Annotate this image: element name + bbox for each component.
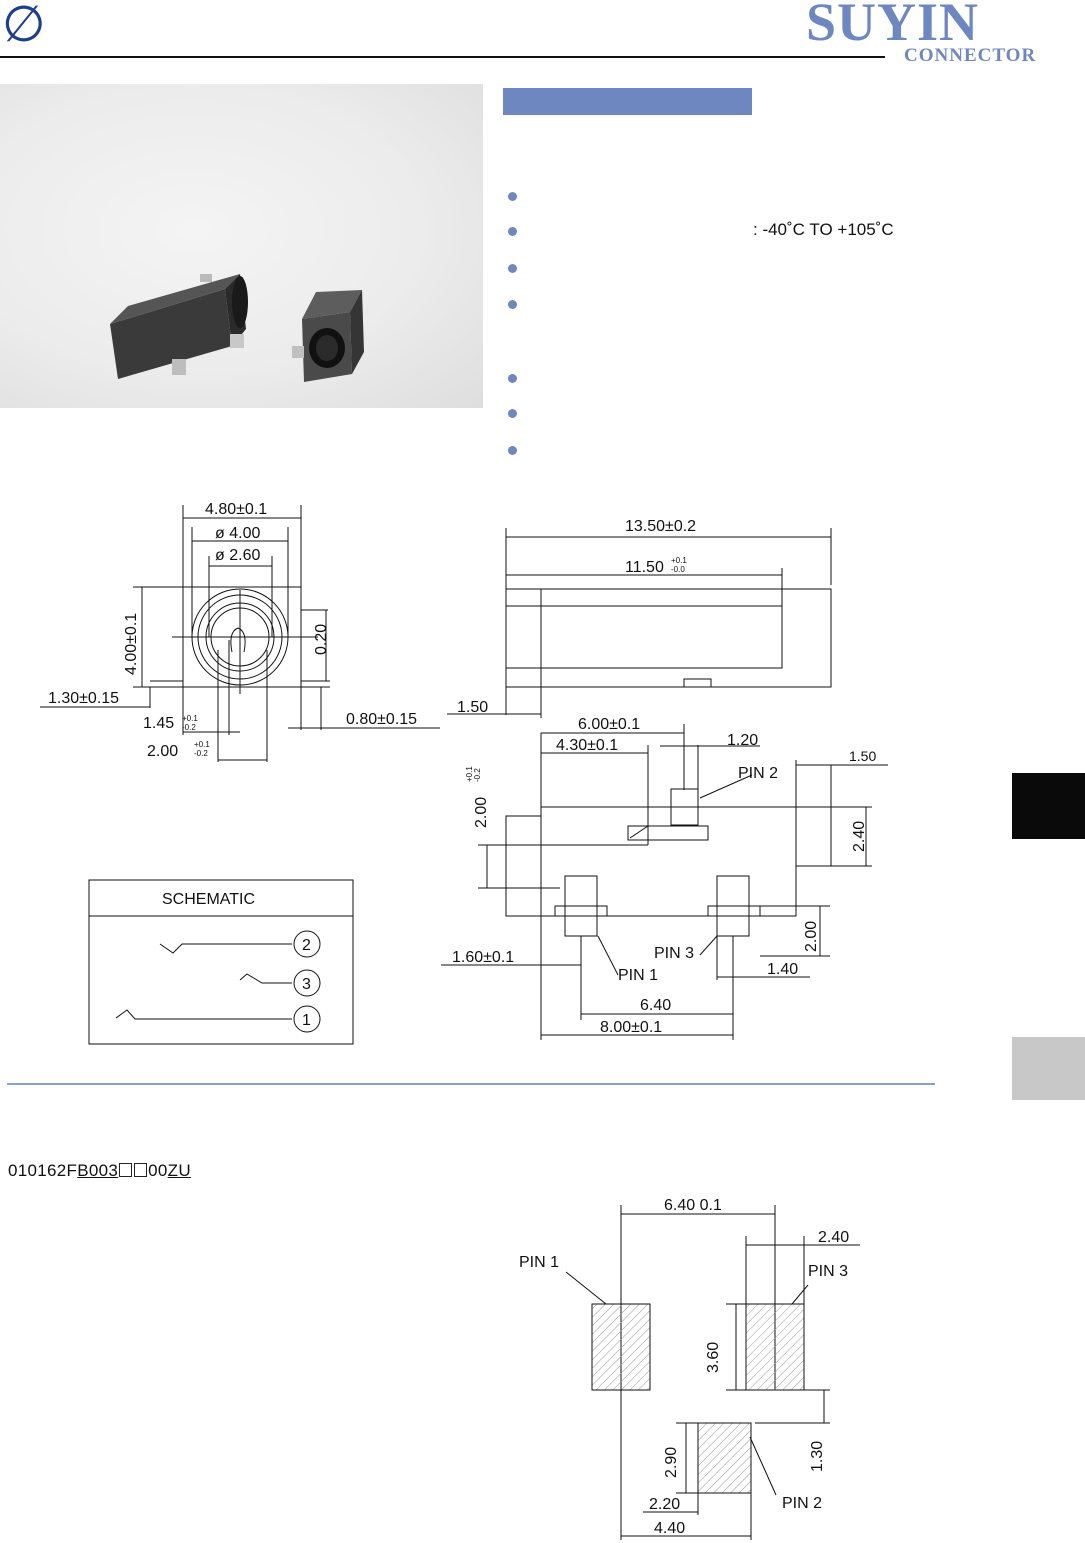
bullet-dot — [508, 192, 517, 201]
dim-footprint-pad-height: 3.60 — [705, 1342, 722, 1373]
part-number-blank — [134, 1163, 148, 1177]
dim-footprint-pad-width: 2.40 — [818, 1229, 849, 1246]
dim-pin1-position: 1.60±0.1 — [452, 949, 514, 966]
part-number-blank — [119, 1163, 133, 1177]
dim-pin: 2.00 — [147, 743, 178, 760]
dim-footprint-pin2-width: 2.20 — [649, 1496, 680, 1513]
bullet-dot — [508, 264, 517, 273]
dim-pin2-inner: 4.30±0.1 — [556, 737, 618, 754]
dim-right-gap: 1.50 — [849, 748, 876, 764]
pad-pin1 — [591, 1303, 651, 1391]
dim-right-tab: 0.80±0.15 — [346, 711, 417, 728]
side-view — [447, 528, 832, 718]
bullet-dot — [508, 374, 517, 383]
dim-footprint-pin2-position: 4.40 — [654, 1520, 685, 1537]
dim-total-width: 8.00±0.1 — [600, 1019, 662, 1036]
bullet-item — [503, 296, 953, 316]
dim-pin-spacing: 6.40 — [640, 997, 671, 1014]
dim-side-body-tol-minus: -0.0 — [671, 565, 685, 574]
label-footprint-pin3: PIN 3 — [808, 1263, 848, 1280]
part-number-prefix: 010162F — [8, 1161, 78, 1180]
header-rule — [0, 56, 885, 58]
pad-pin3 — [745, 1303, 805, 1391]
dim-center-tol-minus: -0.2 — [182, 723, 196, 732]
bullet-item — [503, 370, 953, 390]
part-number-code: 003 — [88, 1161, 119, 1180]
header: ∅ SUYIN CONNECTOR — [0, 0, 1085, 70]
schematic-pin-label: 1 — [302, 1012, 311, 1029]
section-heading-bar — [503, 88, 752, 115]
dim-vertical: 2.00 — [473, 797, 490, 828]
top-view — [441, 724, 888, 1040]
dim-footprint-pin2-height: 2.90 — [663, 1447, 680, 1478]
dim-footprint-spacing: 6.40 0.1 — [664, 1197, 722, 1214]
bullet-item — [503, 442, 953, 462]
dim-center: 1.45 — [143, 715, 174, 732]
bullet-item — [503, 260, 953, 280]
bullet-item — [503, 405, 953, 425]
part-number-code: 00 — [148, 1161, 168, 1180]
dim-pin-tol-plus: +0.1 — [194, 740, 210, 749]
dim-pin2-position: 6.00±0.1 — [578, 716, 640, 733]
dim-left-tab: 1.30±0.15 — [48, 690, 119, 707]
bullet-text: : -40˚C TO +105˚C — [753, 220, 894, 239]
bullet-dot — [508, 409, 517, 418]
bullet-item: : -40˚C TO +105˚C — [503, 220, 953, 243]
bullet-list: : -40˚C TO +105˚C — [503, 180, 953, 460]
dim-pin3-width: 1.40 — [767, 961, 798, 978]
front-view — [40, 505, 440, 762]
dim-pin-height: 2.00 — [803, 921, 820, 952]
bullet-dot — [508, 227, 517, 236]
connector-photo-illustration — [110, 274, 364, 382]
dim-side-length: 13.50±0.2 — [625, 518, 696, 535]
part-number: 010162FB003 00ZU — [8, 1161, 191, 1181]
schematic-box — [88, 879, 354, 1045]
dim-footprint-offset: 1.30 — [809, 1441, 826, 1472]
schematic-pin-label: 3 — [302, 976, 311, 993]
part-number-code: Z — [167, 1161, 179, 1180]
label-pin2: PIN 2 — [738, 765, 778, 782]
bullet-item — [503, 188, 953, 208]
dim-outer-dia: ø 4.00 — [215, 525, 260, 542]
dim-side-front: 1.50 — [457, 699, 488, 716]
label-pin3: PIN 3 — [654, 945, 694, 962]
label-footprint-pin1: PIN 1 — [519, 1254, 559, 1271]
logo-sub: CONNECTOR — [904, 45, 1037, 66]
logo-main: SUYIN — [806, 0, 980, 52]
label-footprint-pin2: PIN 2 — [782, 1495, 822, 1512]
product-photo — [0, 84, 483, 408]
dim-vertical-tol-minus: -0.2 — [473, 768, 482, 782]
dim-front-width: 4.80±0.1 — [205, 501, 267, 518]
dim-front-offset: 0.20 — [313, 624, 330, 655]
dim-side-body-tol-plus: +0.1 — [671, 556, 687, 565]
part-number-code: U — [178, 1161, 191, 1180]
bullet-dot — [508, 300, 517, 309]
pad-pin2 — [697, 1422, 752, 1494]
dim-right-height: 2.40 — [851, 821, 868, 852]
dim-front-height: 4.00±0.1 — [123, 613, 140, 675]
section-tab-active[interactable] — [1012, 773, 1085, 839]
label-pin1: PIN 1 — [618, 967, 658, 984]
dim-pin2-width: 1.20 — [727, 732, 758, 749]
dim-pin-tol-minus: -0.2 — [194, 749, 208, 758]
section-tab[interactable] — [1012, 1037, 1085, 1100]
dim-vertical-tol-plus: +0.1 — [465, 766, 474, 782]
schematic-pin-label: 2 — [302, 937, 311, 954]
diameter-symbol: ∅ — [2, 0, 46, 52]
dim-side-body: 11.50 — [625, 559, 664, 576]
dim-inner-dia: ø 2.60 — [215, 547, 260, 564]
schematic-title: SCHEMATIC — [162, 891, 255, 908]
part-number-code: B — [77, 1161, 89, 1180]
dim-center-tol-plus: +0.1 — [182, 714, 198, 723]
bullet-dot — [508, 446, 517, 455]
